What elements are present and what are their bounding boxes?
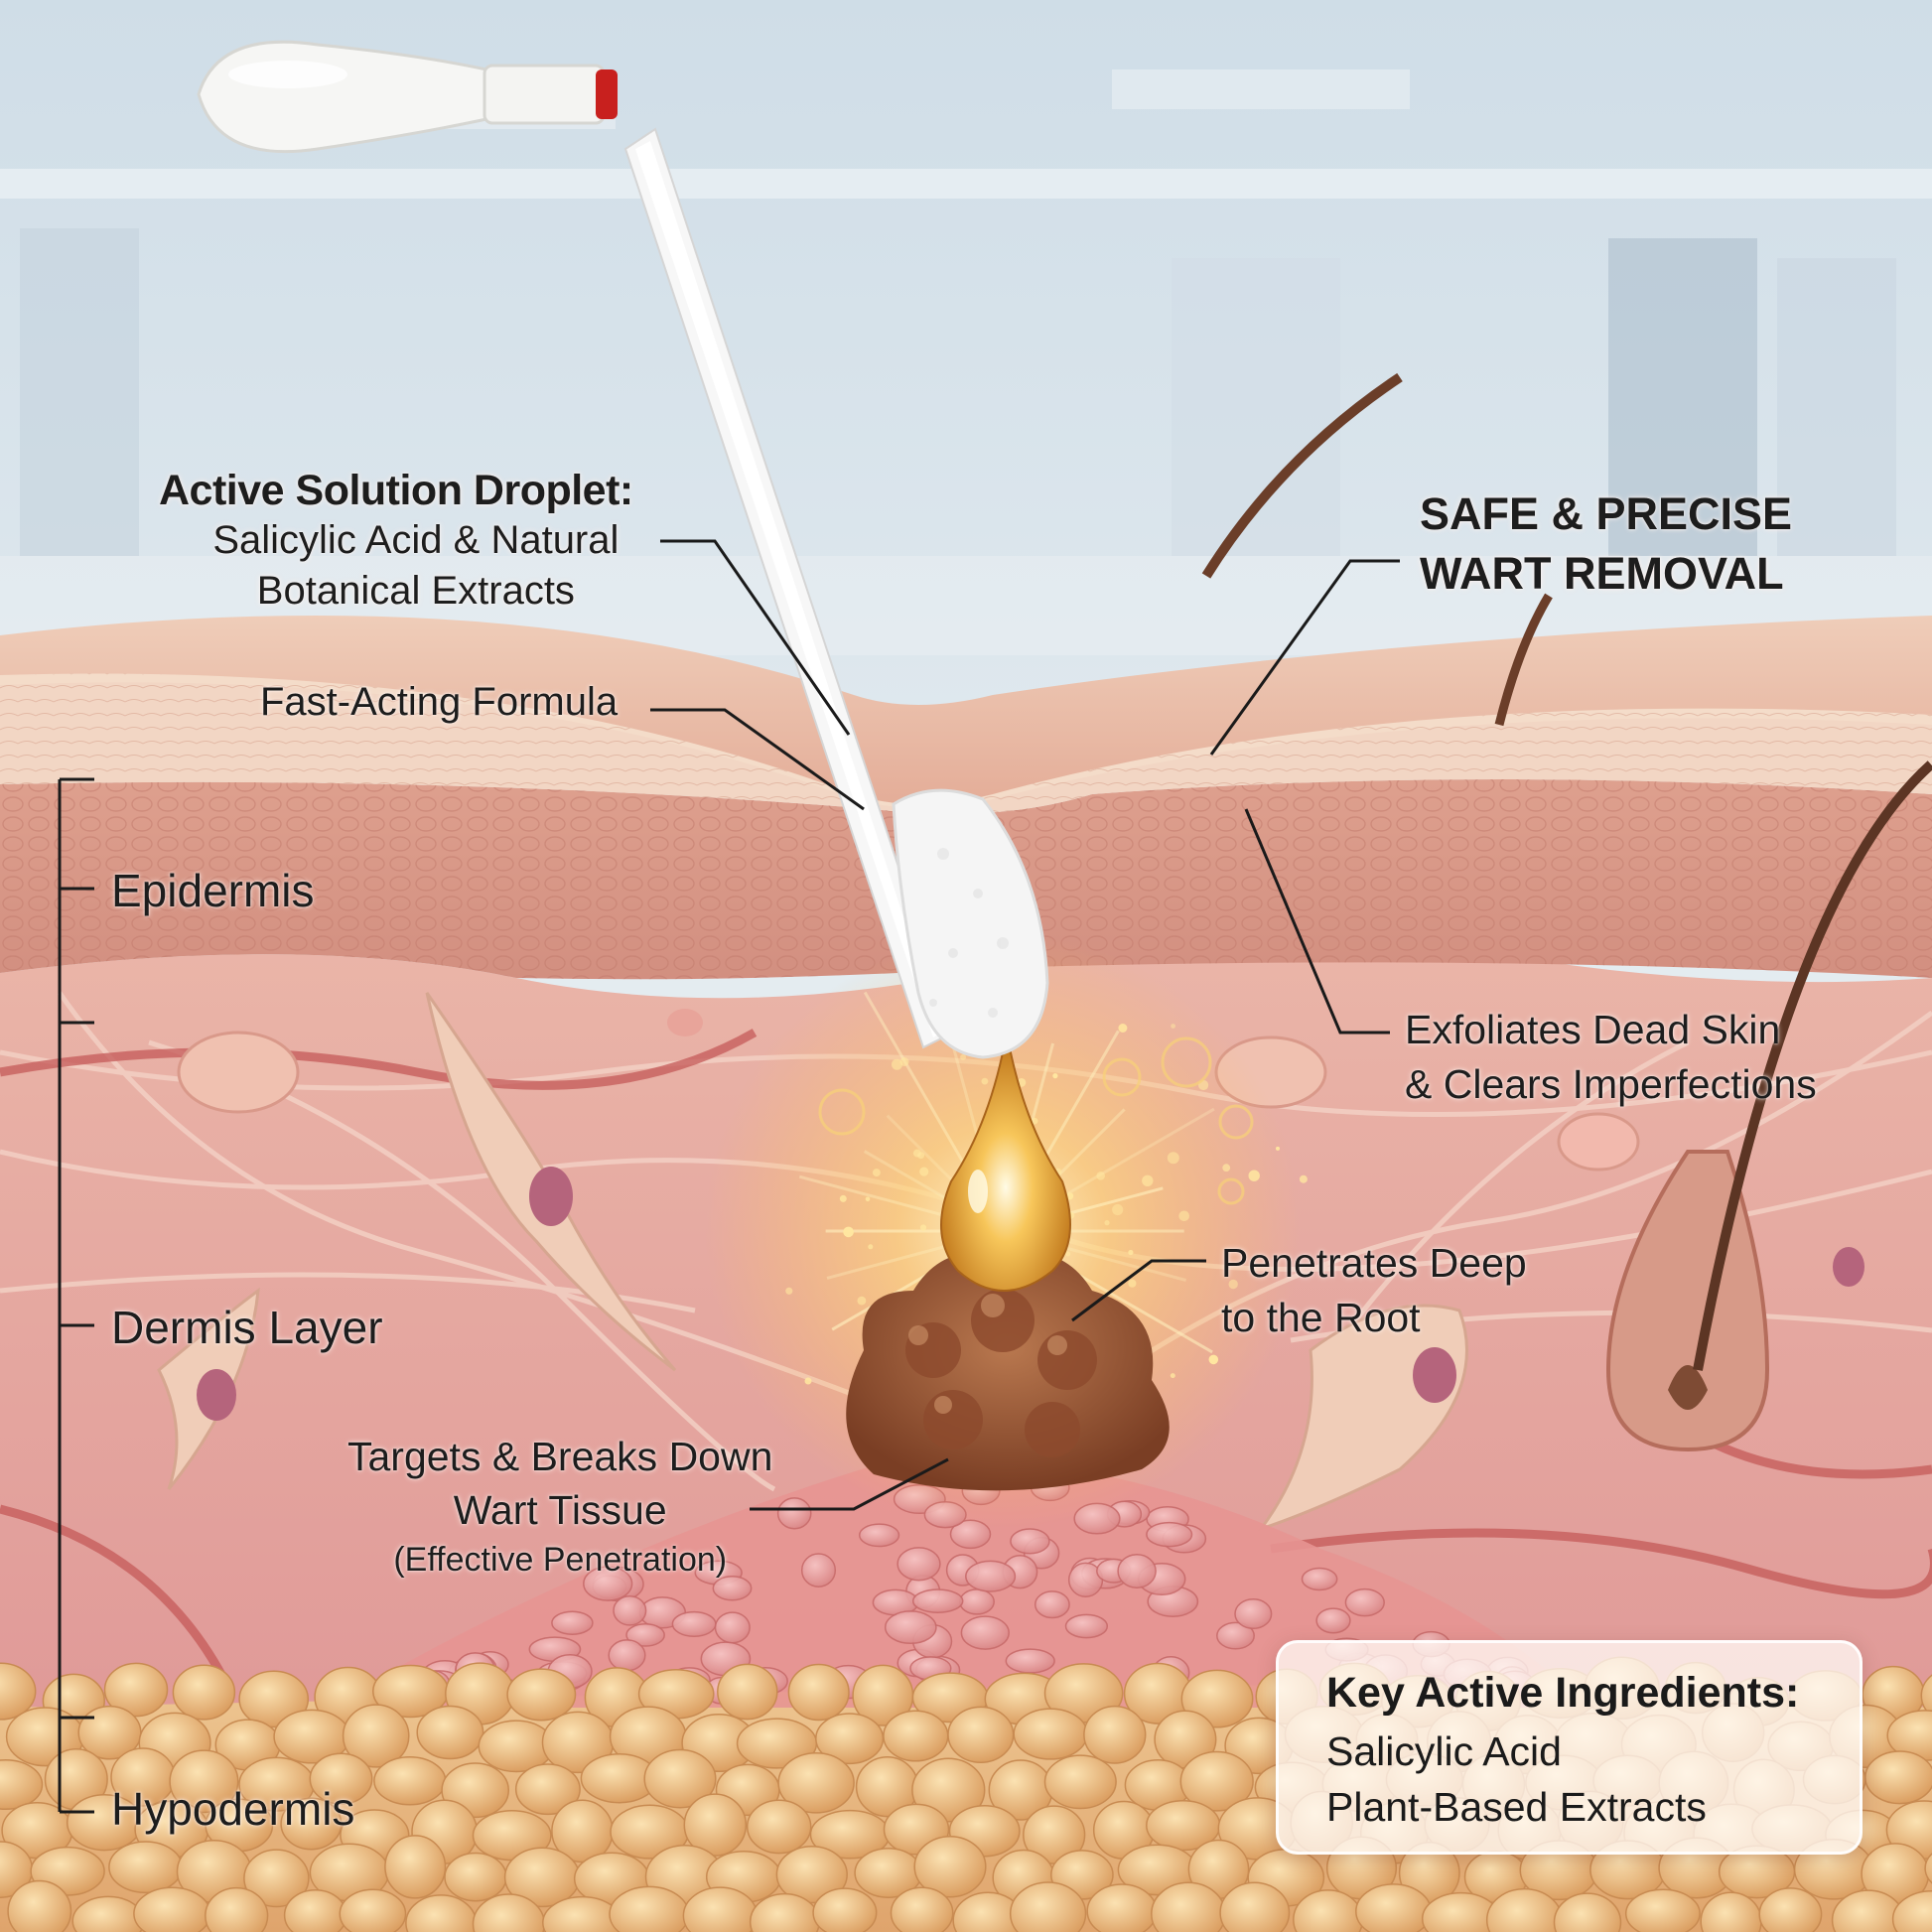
penetrates-line-2: to the Root bbox=[1221, 1295, 1421, 1340]
key-ingredients-title: Key Active Ingredients: bbox=[1326, 1669, 1800, 1717]
droplet-title: Active Solution Droplet: bbox=[159, 467, 633, 514]
key-ingredients-panel: Key Active Ingredients: Salicylic Acid P… bbox=[1276, 1640, 1863, 1855]
droplet-line-1: Salicylic Acid & Natural bbox=[212, 518, 620, 562]
targets-line-1: Targets & Breaks Down bbox=[347, 1434, 773, 1479]
exfoliates-callout: Exfoliates Dead Skin & Clears Imperfecti… bbox=[1405, 1003, 1817, 1112]
droplet-callout: Active Solution Droplet: Salicylic Acid … bbox=[159, 467, 633, 617]
targets-line-3: (Effective Penetration) bbox=[393, 1541, 728, 1579]
ingredient-item: Salicylic Acid bbox=[1326, 1728, 1562, 1774]
safe-removal-callout: SAFE & PRECISE WART REMOVAL bbox=[1420, 484, 1792, 604]
exfoliates-line-1: Exfoliates Dead Skin bbox=[1405, 1007, 1781, 1052]
exfoliates-line-2: & Clears Imperfections bbox=[1405, 1061, 1817, 1107]
targets-line-2: Wart Tissue bbox=[453, 1487, 667, 1533]
hypodermis-label: Hypodermis bbox=[111, 1783, 355, 1835]
penetrates-line-1: Penetrates Deep bbox=[1221, 1240, 1527, 1286]
dermis-label: Dermis Layer bbox=[111, 1302, 383, 1353]
penetrates-callout: Penetrates Deep to the Root bbox=[1221, 1236, 1527, 1345]
epidermis-label: Epidermis bbox=[111, 865, 315, 916]
fast-acting-label: Fast-Acting Formula bbox=[260, 680, 619, 724]
ingredient-item: Plant-Based Extracts bbox=[1326, 1784, 1707, 1830]
safe-line-2: WART REMOVAL bbox=[1420, 548, 1784, 599]
safe-line-1: SAFE & PRECISE bbox=[1420, 488, 1793, 539]
droplet-line-2: Botanical Extracts bbox=[256, 569, 575, 613]
targets-callout: Targets & Breaks Down Wart Tissue (Effec… bbox=[347, 1430, 772, 1583]
